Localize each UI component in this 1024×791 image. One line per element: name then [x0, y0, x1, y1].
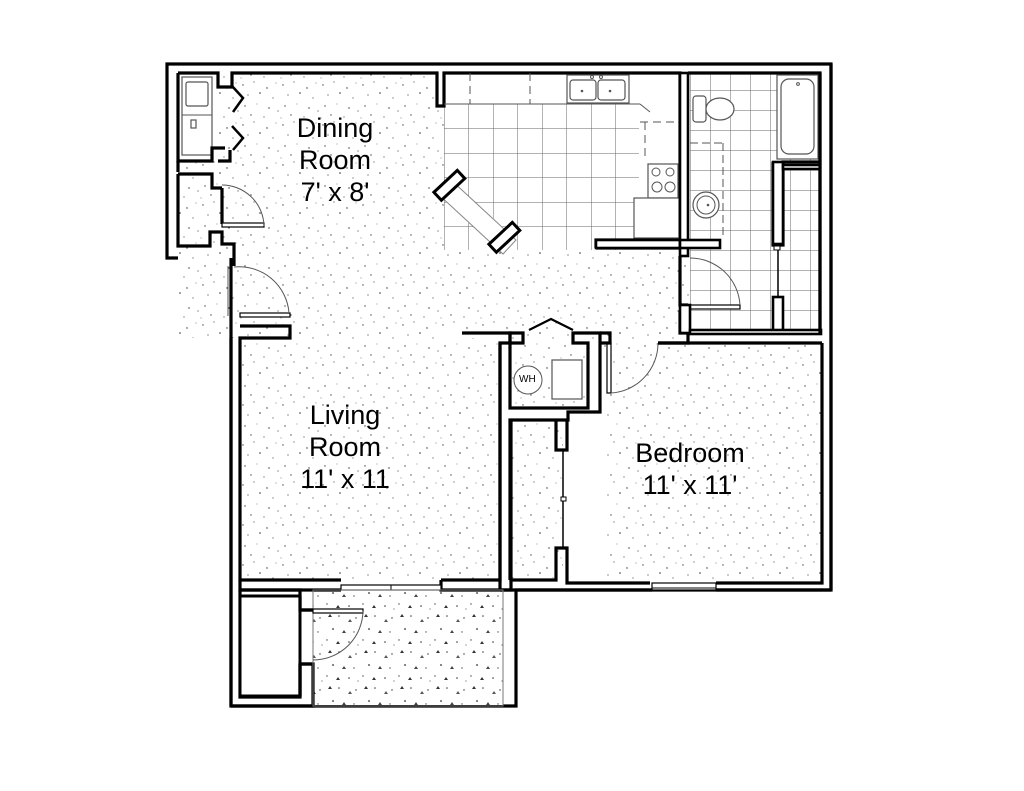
kitchen-island — [431, 168, 522, 255]
stove-icon — [647, 163, 679, 199]
bedroom-name: Bedroom — [635, 438, 745, 468]
refrigerator-icon — [633, 197, 680, 239]
bedroom-label: Bedroom 11' x 11' — [610, 437, 770, 501]
bedroom-floor — [606, 343, 822, 583]
living-room-window — [340, 584, 442, 591]
living-room-name2: Room — [308, 432, 382, 462]
bathtub-icon — [776, 74, 819, 160]
water-heater-icon — [513, 365, 543, 395]
patio-door[interactable] — [312, 608, 364, 661]
water-heater-label: WH — [519, 374, 536, 385]
floor-fill — [178, 73, 822, 705]
wh-closet-bifold-door[interactable] — [528, 317, 574, 331]
entry-door[interactable] — [227, 266, 291, 318]
living-room-label: Living Room 11' x 11 — [285, 399, 405, 495]
dining-room-dims: 7' x 8' — [300, 177, 370, 207]
shower-door[interactable] — [773, 245, 781, 297]
coat-closet-door[interactable] — [221, 184, 265, 228]
dining-room-label: Dining Room 7' x 8' — [275, 112, 395, 208]
bathroom-vanity — [690, 142, 724, 236]
living-room-dims: 11' x 11 — [300, 464, 390, 494]
patio-floor — [313, 590, 503, 705]
dining-room-name: Dining — [296, 113, 374, 143]
bathroom-sink-icon — [692, 191, 720, 219]
bedroom-dims: 11' x 11' — [642, 470, 738, 500]
bedroom-closet-door[interactable] — [560, 450, 567, 548]
living-room-name: Living — [309, 400, 381, 430]
kitchen-cabinets — [444, 73, 678, 160]
laundry-bifold-door[interactable] — [231, 85, 245, 151]
living-room-floor — [240, 338, 498, 580]
dining-room-name2: Room — [298, 145, 372, 175]
furnace-icon — [551, 359, 583, 400]
toilet-icon — [692, 95, 735, 123]
washer-dryer-icon — [181, 76, 213, 156]
kitchen-sink-icon — [566, 74, 630, 104]
kitchen-floor — [444, 104, 639, 250]
bedroom-window — [651, 582, 717, 591]
bedroom-closet-floor — [511, 420, 563, 578]
